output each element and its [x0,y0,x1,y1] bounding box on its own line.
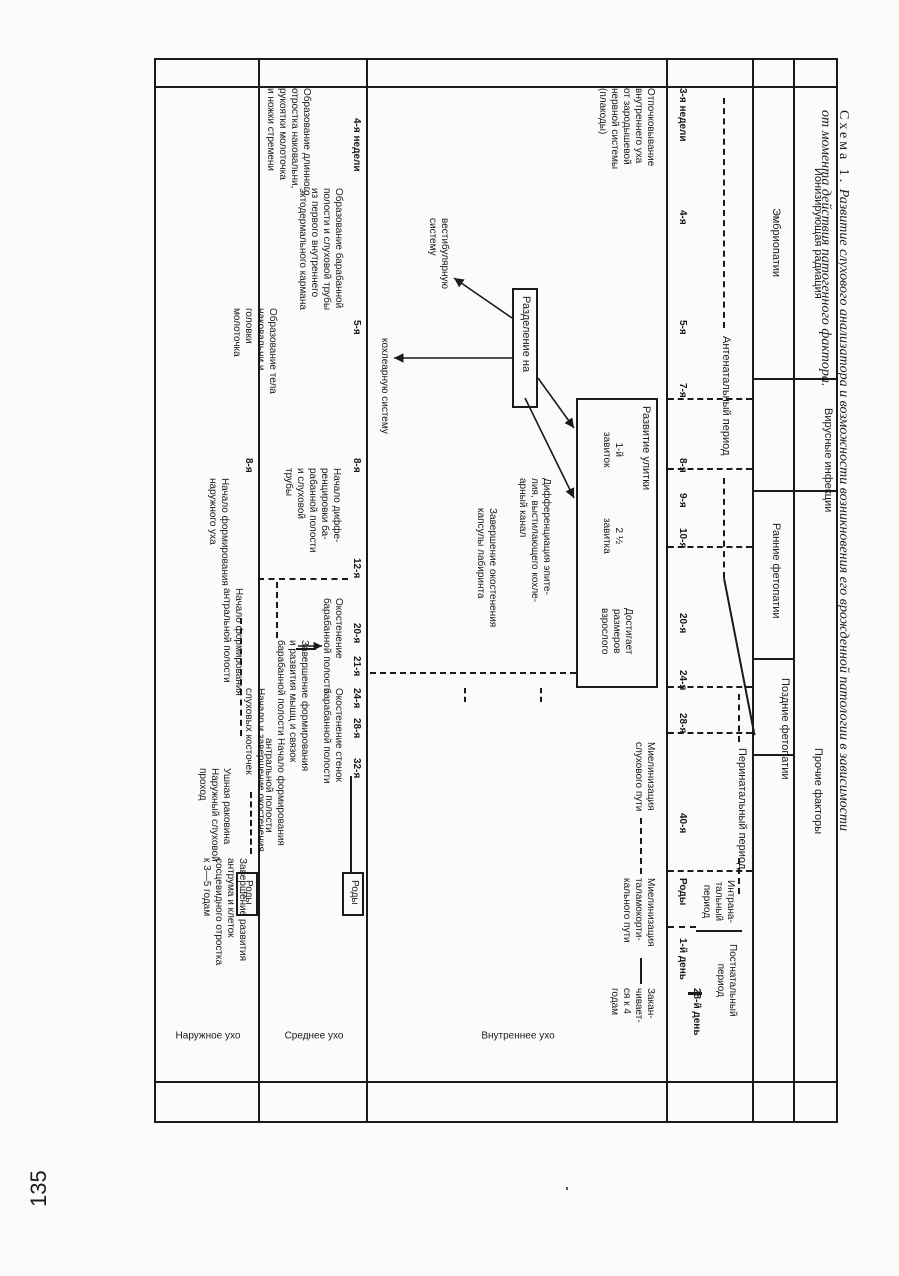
caption-line-1: Развитие слухового анализатора и возможн… [836,188,851,831]
caption-lead: Схема 1. [836,110,851,186]
connector-arrows [298,277,575,651]
figure-caption: Схема 1. Развитие слухового анализатора … [816,110,852,1160]
scan-speck [566,1187,568,1190]
caption-line-2: от момента действия патогенного фактора. [818,110,833,387]
page-number: 135 [26,1170,51,1207]
development-scheme: Внутреннее ухо Среднее ухо Наружное ухо … [128,58,838,1158]
